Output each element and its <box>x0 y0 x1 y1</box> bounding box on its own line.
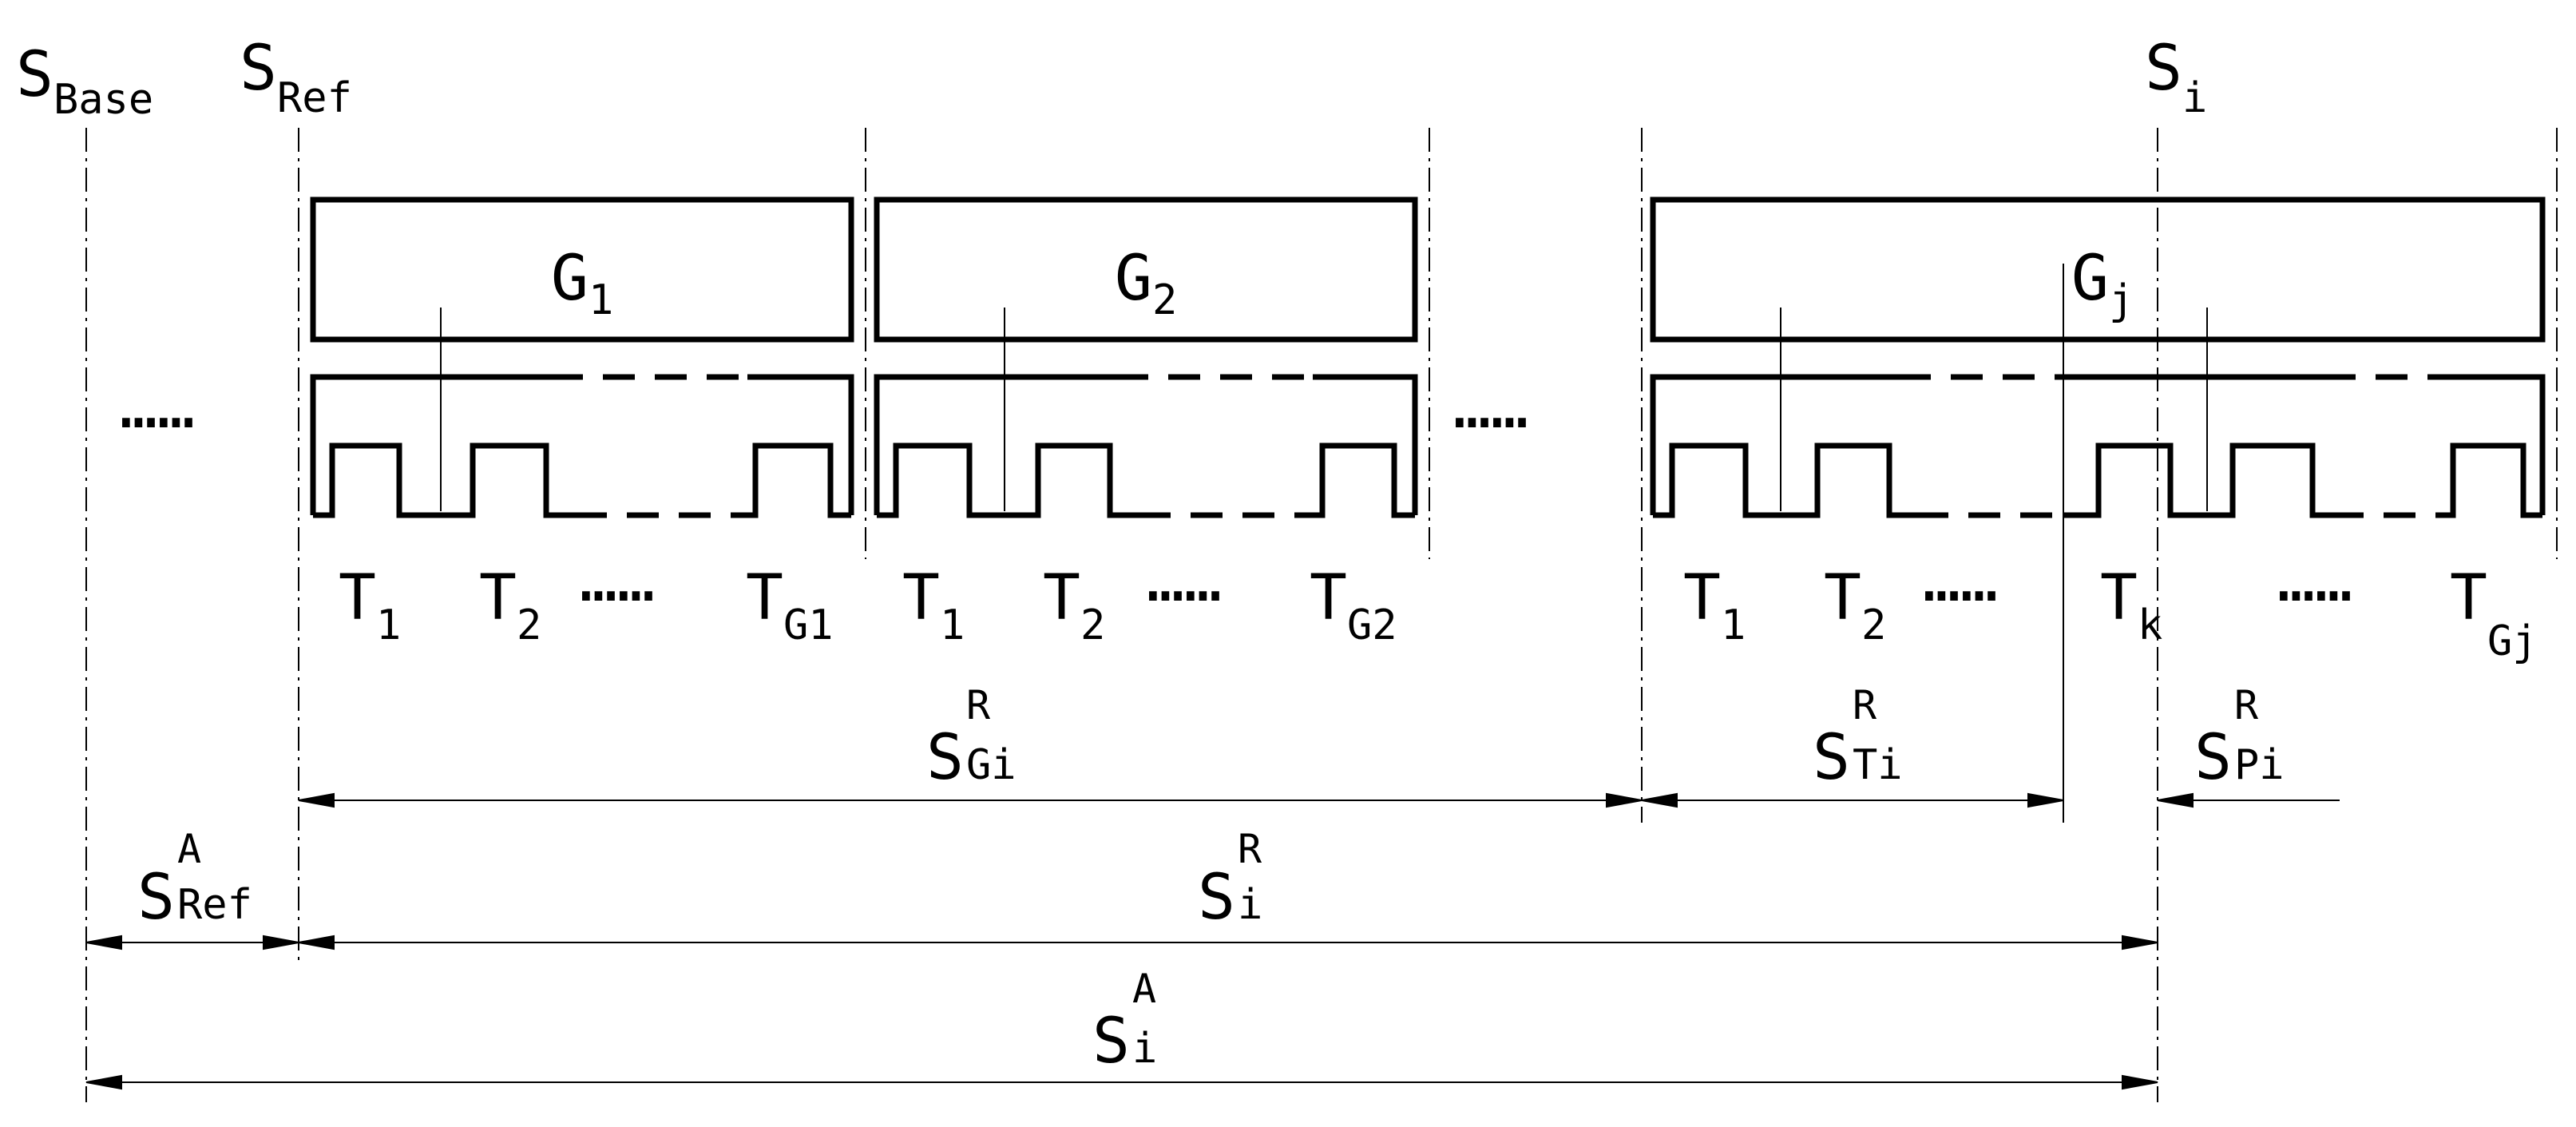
g1-bracket-solid <box>310 374 551 515</box>
gj-bracket-solid <box>1650 374 1899 515</box>
s-ref-a-arrow-left <box>85 935 122 950</box>
g2-bracket-solid <box>874 374 1116 515</box>
svg-text:Ref: Ref <box>177 881 252 929</box>
task-reference-lines <box>440 264 2208 823</box>
label-s-pi-r: S R Pi <box>2194 682 2285 794</box>
svg-text:S: S <box>1198 862 1235 934</box>
s-i-r-arrow-right <box>2122 935 2158 950</box>
g1-pulses-left <box>313 442 575 518</box>
label-s-ref-a: S A Ref <box>137 826 252 934</box>
s-gi-r-arrow-left <box>298 792 335 808</box>
ellipsis-middle: …… <box>1453 371 1528 442</box>
svg-text:R: R <box>1238 826 1262 872</box>
label-s-i-a: S A i <box>1092 966 1157 1077</box>
g2-bracket-end <box>1313 374 1418 515</box>
s-ti-r-arrow-left <box>1641 792 1678 808</box>
svg-text:A: A <box>177 826 201 872</box>
dimension-arrows <box>85 792 2340 1090</box>
label-gj-t1: T1 <box>1683 562 1746 649</box>
label-gj-t2: T2 <box>1824 562 1886 649</box>
label-g2-t1: T1 <box>902 562 965 649</box>
svg-text:Ti: Ti <box>1853 741 1903 789</box>
s-i-r-arrow-left <box>298 935 335 950</box>
gj-pulses-right <box>2448 442 2542 518</box>
svg-text:S: S <box>1092 1006 1130 1077</box>
label-s-ti-r: S R Ti <box>1813 682 1903 794</box>
g1-bracket-end <box>747 374 854 515</box>
svg-text:S: S <box>2194 722 2232 794</box>
label-s-i-r: S R i <box>1198 826 1262 934</box>
svg-text:S: S <box>137 862 175 934</box>
svg-text:S: S <box>926 722 964 794</box>
s-i-a-arrow-left <box>85 1074 122 1090</box>
group-box-g2 <box>874 196 1418 343</box>
label-g2: G2 <box>1115 243 1177 324</box>
s-ref-a-arrow-right <box>263 935 299 950</box>
label-g1-tg1: TG1 <box>746 562 834 649</box>
svg-text:i: i <box>1238 881 1262 929</box>
g1-pulses-right <box>751 442 851 518</box>
s-ti-r-arrow-right <box>2027 792 2064 808</box>
reference-lines <box>85 128 2558 1102</box>
g2-pulses-right <box>1318 442 1415 518</box>
label-g2-t2: T2 <box>1043 562 1105 649</box>
task-waveforms <box>310 374 2546 518</box>
svg-text:R: R <box>2234 682 2259 728</box>
svg-text:i: i <box>1132 1025 1157 1073</box>
label-gj-tk: Tk <box>2100 562 2162 649</box>
label-g1-t2: T2 <box>479 562 541 649</box>
gj-pulses-mid <box>2063 442 2332 518</box>
ellipsis-left: …… <box>120 371 195 442</box>
gj-pulses-left <box>1653 442 1916 518</box>
svg-text:A: A <box>1132 966 1156 1012</box>
group-box-gj <box>1650 196 2546 343</box>
s-pi-r-arrow-left <box>2157 792 2194 808</box>
g2-pulses-left <box>877 442 1139 518</box>
label-s-i: Si <box>2145 33 2207 122</box>
group-box-g1 <box>310 196 854 343</box>
label-g1: G1 <box>551 243 613 324</box>
ellipsis-g1-tasks: …… <box>580 544 655 616</box>
label-g1-t1: T1 <box>339 562 401 649</box>
svg-text:R: R <box>966 682 991 728</box>
svg-text:Gi: Gi <box>966 741 1017 789</box>
s-gi-r-arrow-right <box>1606 792 1643 808</box>
group-boxes <box>310 196 2546 343</box>
label-s-base: SBase <box>16 39 153 124</box>
label-g2-tg2: TG2 <box>1310 562 1397 649</box>
svg-text:S: S <box>1813 722 1850 794</box>
svg-text:R: R <box>1853 682 1877 728</box>
svg-text:Pi: Pi <box>2234 741 2285 789</box>
ellipsis-gj-tasks-2: …… <box>2277 544 2352 616</box>
ellipsis-gj-tasks-1: …… <box>1923 544 1998 616</box>
label-gj-tgj: TGj <box>2450 562 2538 665</box>
ellipsis-g2-tasks: …… <box>1147 544 1222 616</box>
label-s-gi-r: S R Gi <box>926 682 1017 794</box>
gj-bracket-end <box>2435 374 2546 515</box>
label-gj: Gj <box>2071 243 2134 324</box>
s-i-a-arrow-right <box>2122 1074 2158 1090</box>
label-s-ref: SRef <box>240 33 352 122</box>
